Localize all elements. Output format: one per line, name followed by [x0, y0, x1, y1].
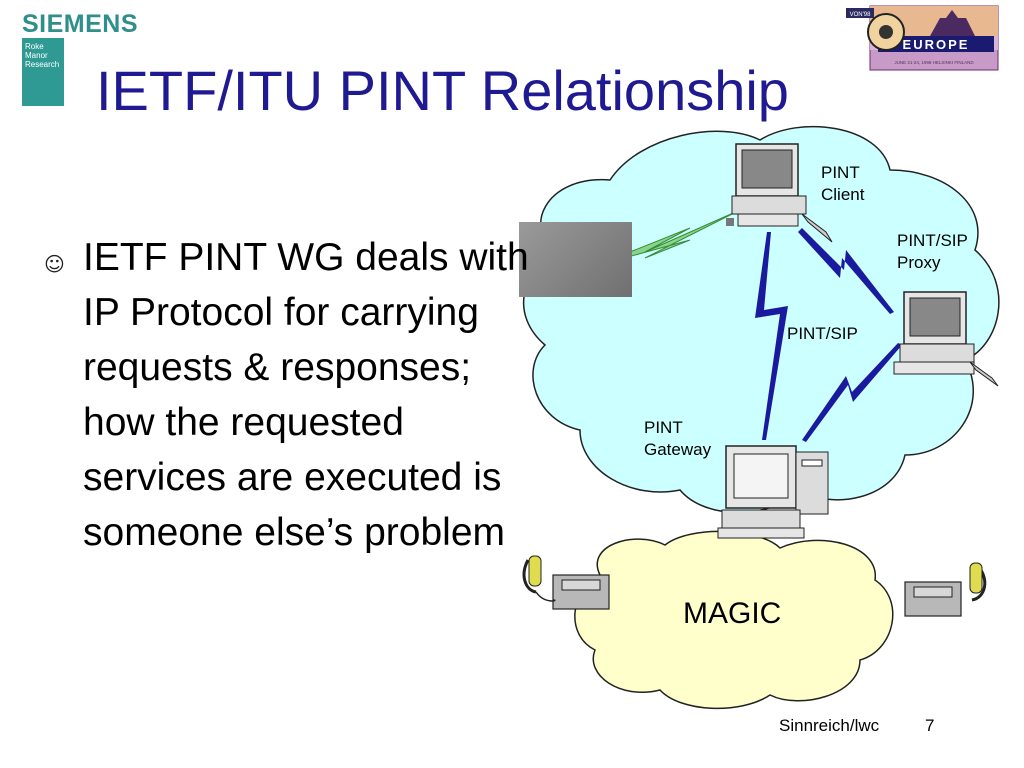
- event-logo-text: EUROPE: [903, 37, 970, 52]
- pint-gateway-computer-icon: [717, 445, 829, 539]
- bullet-text: IETF PINT WG deals with IP Protocol for …: [83, 236, 529, 554]
- siemens-logo: SIEMENS: [22, 10, 139, 38]
- page-title: IETF/ITU PINT Relationship: [96, 59, 789, 122]
- event-logo: EUROPE JUNE 21-24, 1998 HELSINKI FINLAND…: [846, 5, 999, 71]
- left-telephone-icon: [522, 555, 610, 610]
- right-telephone-icon: [904, 562, 987, 617]
- ip-network-cloud: [522, 125, 1000, 514]
- roke-manor-line: Roke: [25, 42, 44, 51]
- pint-gateway-label: PINT Gateway: [644, 417, 711, 461]
- bolt-client-proxy: [798, 228, 894, 314]
- pint-sip-link-label: PINT/SIP: [787, 324, 858, 343]
- pint-client-computer-icon: [726, 143, 833, 243]
- grey-image-box: [519, 222, 632, 297]
- footer-author: Sinnreich/lwc: [779, 716, 880, 735]
- pint-client-label: PINT Client: [821, 162, 864, 206]
- pint-gateway-label-text: PINT Gateway: [644, 418, 712, 459]
- pint-sip-proxy-label-text: PINT/SIP Proxy: [897, 231, 968, 272]
- pint-client-label-text: PINT Client: [821, 163, 865, 204]
- bolt-client-gateway: [755, 232, 788, 440]
- event-logo-tag: VON'98: [850, 12, 871, 18]
- roke-manor-logo: Roke Manor Research: [22, 38, 64, 106]
- roke-manor-line: Manor: [25, 51, 48, 60]
- magic-label: MAGIC: [683, 597, 782, 630]
- page-number: 7: [925, 716, 935, 735]
- phone-network-cloud: [574, 530, 894, 710]
- pint-sip-proxy-label: PINT/SIP Proxy: [897, 230, 968, 274]
- smiley-icon: ☺: [44, 252, 65, 276]
- bolt-gateway-proxy: [802, 343, 902, 442]
- roke-manor-line: Research: [25, 60, 60, 69]
- pint-sip-proxy-computer-icon: [893, 291, 999, 387]
- event-logo-date: JUNE 21-24, 1998 HELSINKI FINLAND: [894, 60, 974, 65]
